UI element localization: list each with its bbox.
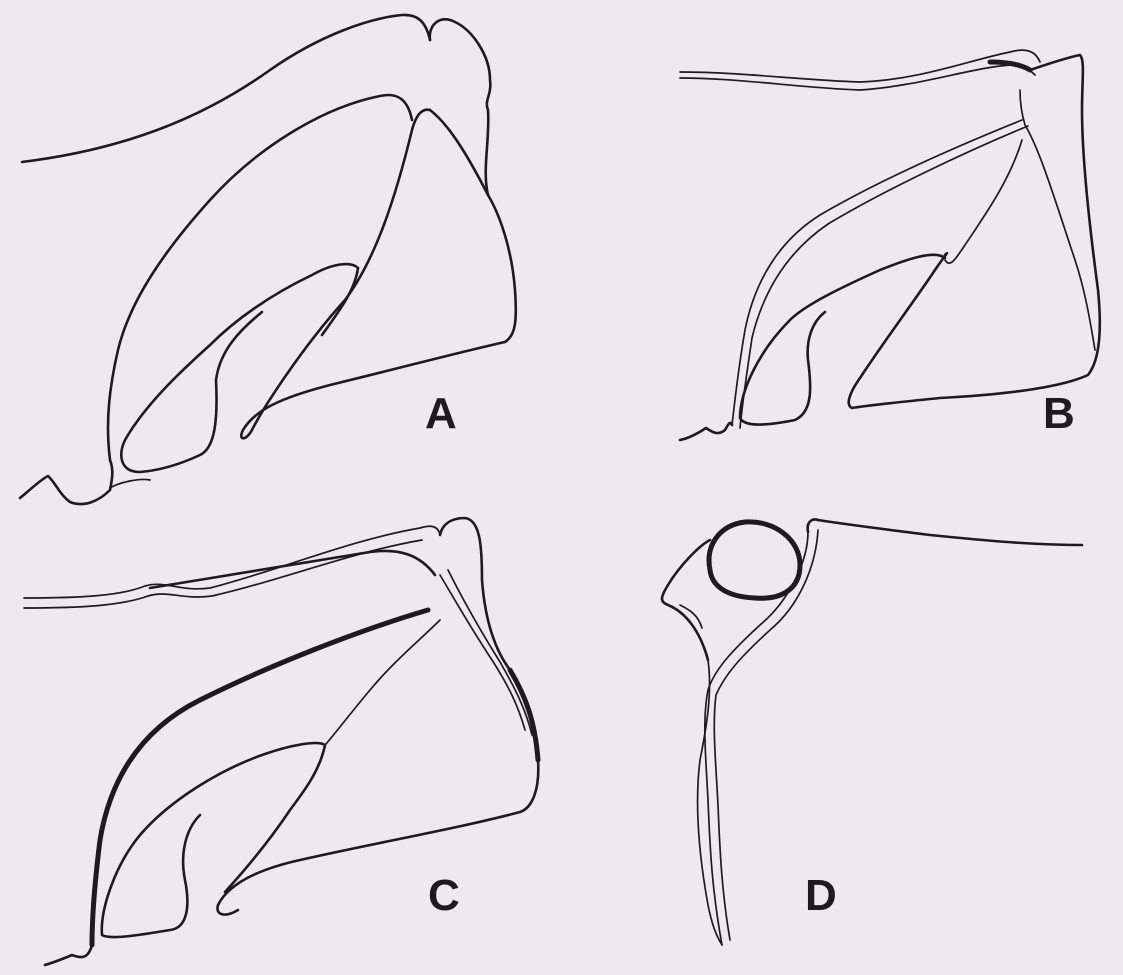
panel-c-right-rim: [510, 670, 538, 760]
panel-b-inner-lobe: [740, 255, 945, 425]
panel-d-top-cap: [808, 520, 818, 533]
panel-a-base-inner: [110, 479, 150, 488]
panel-d-wing: [662, 540, 710, 660]
panel-d: D: [662, 520, 1082, 946]
panel-b-top-line-1: [680, 50, 1040, 82]
panel-c-top-arc: [150, 551, 435, 588]
panel-d-stalk-1: [705, 532, 808, 945]
panel-a-right-edge: [430, 110, 488, 195]
panel-a-cap: [430, 19, 491, 195]
panel-b-stem: [1020, 90, 1095, 350]
panel-a-inner-lobe: [121, 264, 358, 472]
panel-a-outer-lobe: [241, 110, 516, 439]
panel-c-label: C: [428, 871, 460, 920]
panel-d-top-line: [818, 520, 1082, 545]
panel-c-top-line-1: [24, 526, 440, 598]
panel-b-base: [680, 423, 732, 440]
panel-c-inner-line-1: [440, 575, 525, 730]
panel-a-outer-contour: [22, 15, 430, 162]
panel-b-inner-divider: [945, 140, 1022, 263]
panel-b-middle-lobe-2: [740, 126, 1028, 428]
panel-c-inner-lobe: [102, 743, 325, 937]
panel-b-top-line-2: [680, 65, 1035, 90]
panel-d-label: D: [805, 871, 837, 920]
panel-a-inner-lobe-tip: [322, 268, 358, 335]
panel-d-circle-outer: [709, 522, 800, 598]
panel-a: A: [20, 15, 516, 504]
panel-b: B: [680, 50, 1100, 440]
panel-c: C: [24, 518, 538, 965]
panel-c-inner-line-2: [448, 570, 532, 735]
panel-a-middle-lobe: [108, 95, 412, 460]
panel-a-base: [20, 460, 112, 504]
panel-c-middle-lobe: [92, 610, 428, 945]
panel-c-inner-lobe-tip: [225, 745, 325, 892]
panel-c-cap: [217, 518, 538, 915]
panel-a-label: A: [425, 389, 457, 438]
panel-c-top-line-2: [24, 540, 422, 608]
panel-b-label: B: [1043, 389, 1075, 438]
panel-c-base: [45, 945, 92, 965]
